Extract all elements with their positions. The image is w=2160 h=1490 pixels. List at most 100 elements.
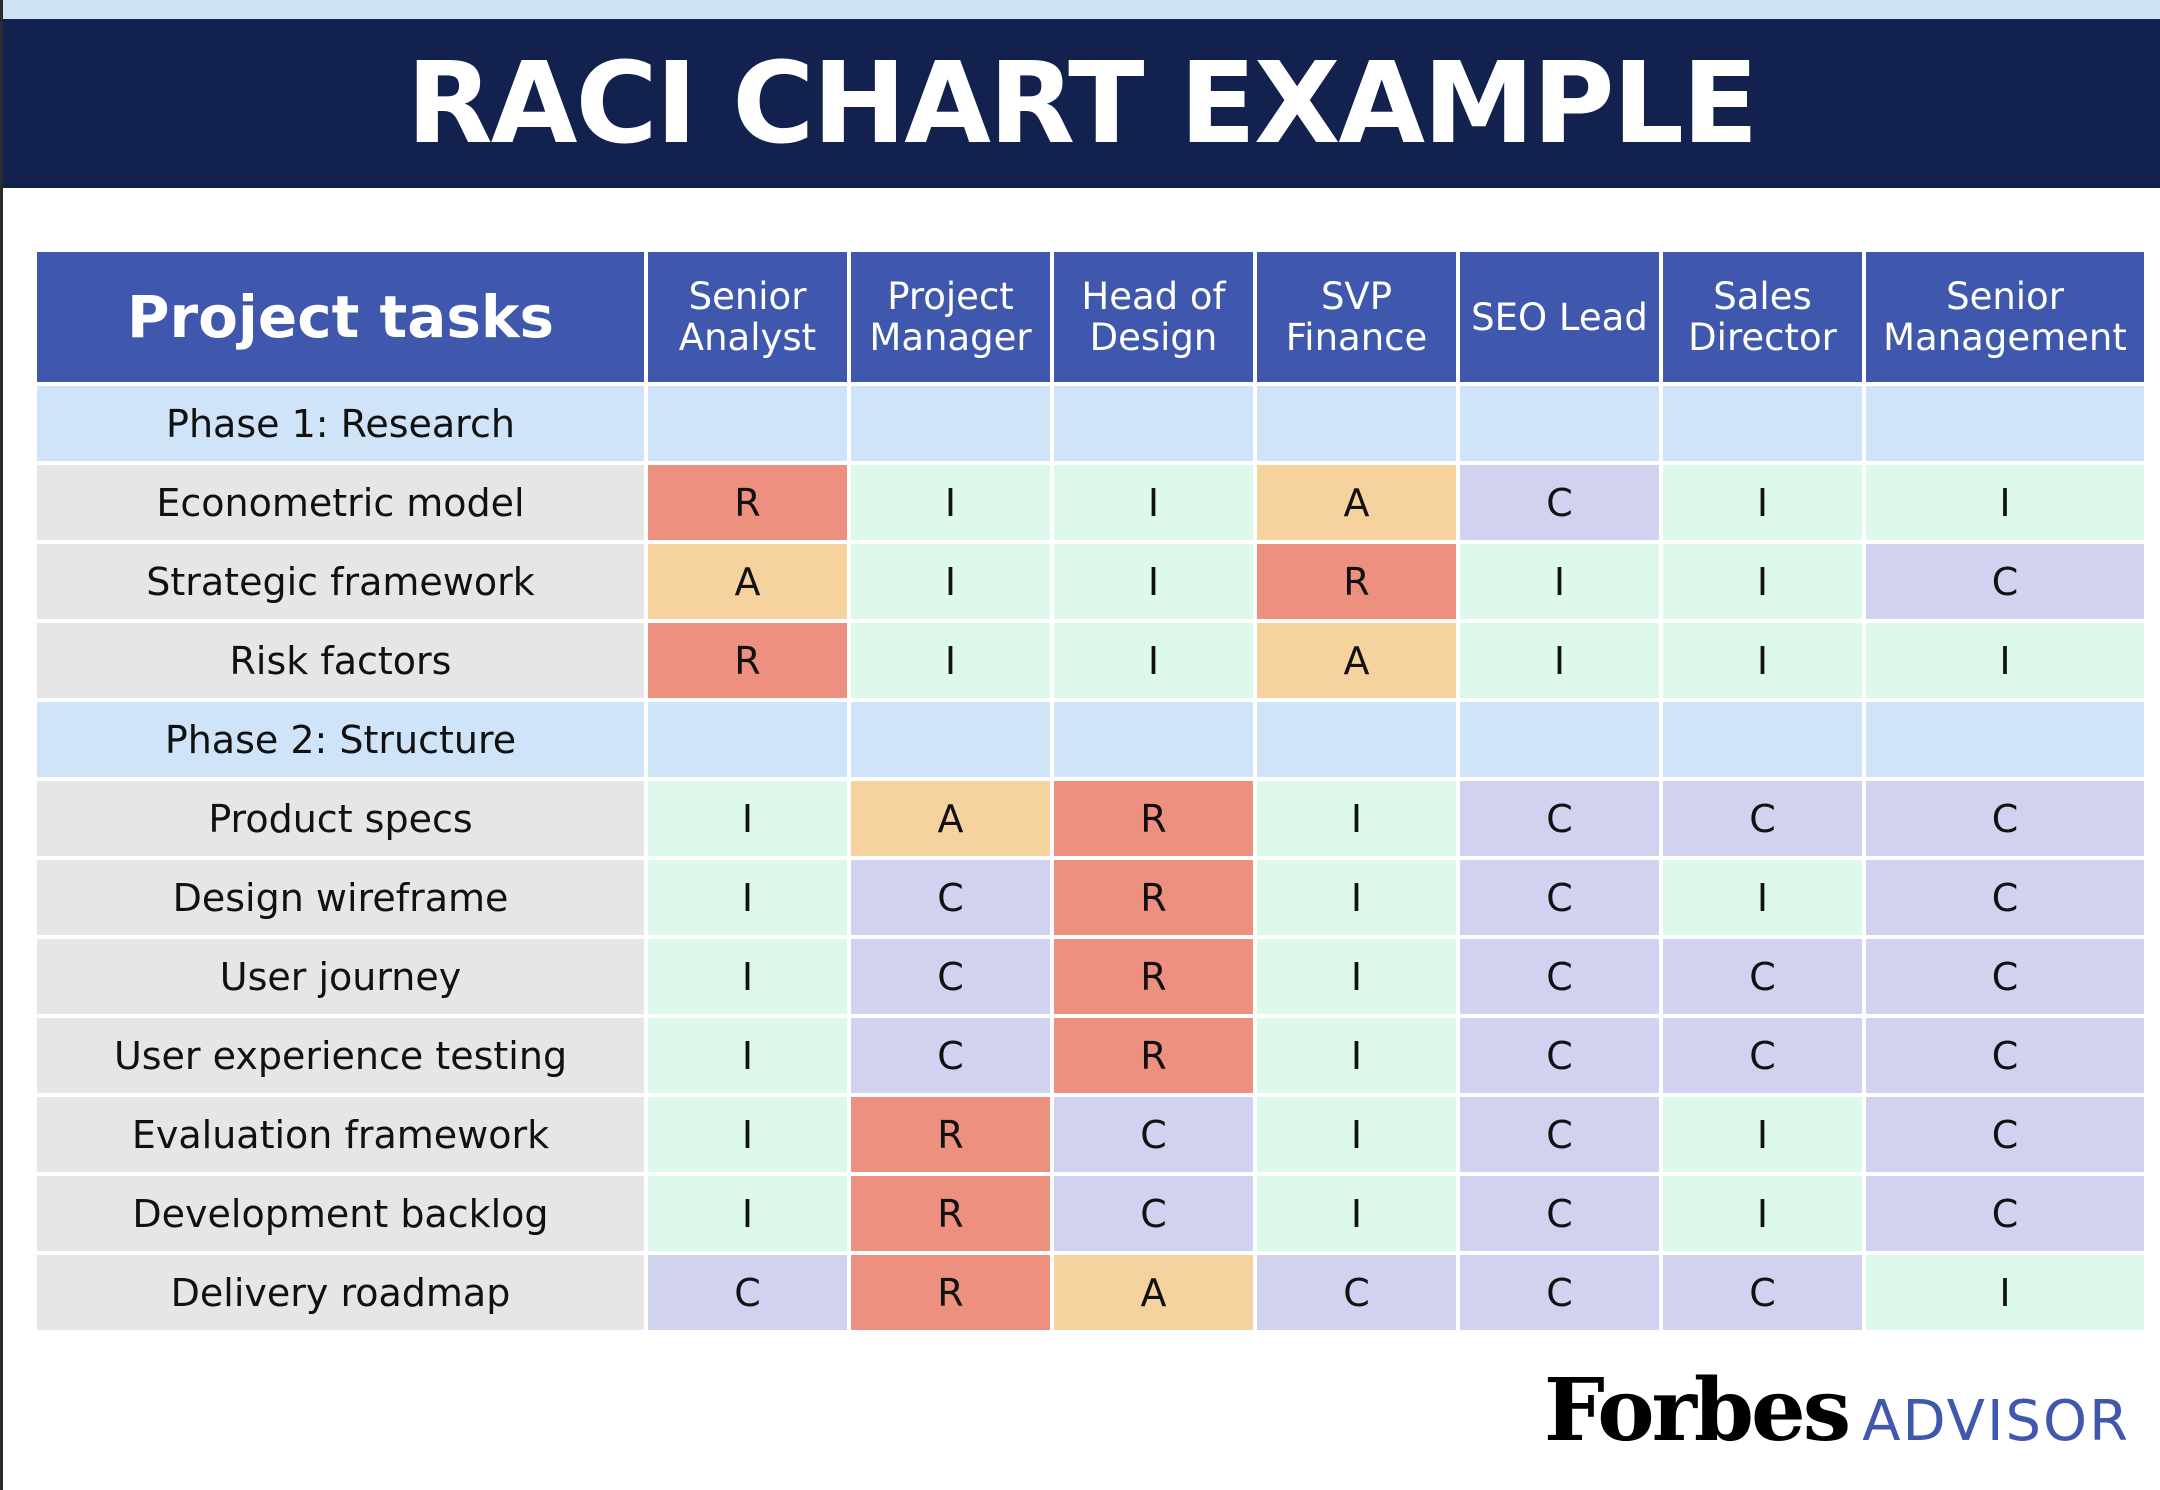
column-header-role: SVP Finance	[1257, 252, 1456, 382]
phase-empty-cell	[1866, 702, 2144, 777]
phase-label: Phase 2: Structure	[37, 702, 644, 777]
raci-cell: C	[1866, 544, 2144, 619]
phase-empty-cell	[1054, 386, 1253, 461]
raci-cell: C	[648, 1255, 847, 1330]
raci-cell: I	[648, 1018, 847, 1093]
raci-cell: I	[1257, 781, 1456, 856]
phase-empty-cell	[1054, 702, 1253, 777]
task-label: User journey	[37, 939, 644, 1014]
raci-cell: I	[1663, 623, 1862, 698]
raci-cell: R	[648, 623, 847, 698]
raci-cell: A	[851, 781, 1050, 856]
raci-cell: C	[1460, 781, 1659, 856]
raci-cell: I	[1257, 939, 1456, 1014]
task-label: Design wireframe	[37, 860, 644, 935]
column-header-role: Senior Analyst	[648, 252, 847, 382]
raci-cell: R	[851, 1255, 1050, 1330]
raci-cell: C	[1663, 939, 1862, 1014]
phase-empty-cell	[1460, 702, 1659, 777]
raci-cell: R	[1054, 1018, 1253, 1093]
raci-cell: I	[1257, 1176, 1456, 1251]
logo-product: ADVISOR	[1862, 1389, 2130, 1454]
raci-cell: C	[1460, 1255, 1659, 1330]
phase-empty-cell	[1257, 386, 1456, 461]
phase-row: Phase 1: Research	[37, 386, 2144, 461]
phase-empty-cell	[1663, 386, 1862, 461]
raci-cell: C	[851, 1018, 1050, 1093]
raci-cell: C	[1866, 1176, 2144, 1251]
task-label: User experience testing	[37, 1018, 644, 1093]
left-edge	[0, 0, 3, 1490]
raci-cell: C	[1663, 1018, 1862, 1093]
phase-empty-cell	[648, 386, 847, 461]
raci-cell: I	[1663, 860, 1862, 935]
raci-cell: I	[648, 1097, 847, 1172]
raci-cell: R	[1054, 781, 1253, 856]
raci-cell: C	[1866, 939, 2144, 1014]
raci-cell: A	[648, 544, 847, 619]
raci-cell: I	[1663, 544, 1862, 619]
logo-brand: Forbes	[1543, 1360, 1851, 1461]
raci-cell: R	[1257, 544, 1456, 619]
raci-cell: I	[851, 623, 1050, 698]
raci-cell: I	[648, 1176, 847, 1251]
raci-cell: R	[648, 465, 847, 540]
raci-cell: R	[1054, 860, 1253, 935]
raci-cell: R	[851, 1176, 1050, 1251]
raci-cell: I	[1663, 1097, 1862, 1172]
raci-cell: C	[1866, 781, 2144, 856]
raci-cell: C	[1460, 860, 1659, 935]
raci-cell: R	[1054, 939, 1253, 1014]
raci-cell: C	[1054, 1176, 1253, 1251]
phase-empty-cell	[1460, 386, 1659, 461]
phase-label: Phase 1: Research	[37, 386, 644, 461]
raci-cell: C	[1663, 1255, 1862, 1330]
raci-cell: I	[1663, 1176, 1862, 1251]
raci-cell: A	[1257, 623, 1456, 698]
raci-cell: I	[851, 544, 1050, 619]
task-label: Risk factors	[37, 623, 644, 698]
raci-cell: C	[1866, 1018, 2144, 1093]
raci-cell: I	[1257, 1018, 1456, 1093]
raci-cell: I	[648, 939, 847, 1014]
task-label: Delivery roadmap	[37, 1255, 644, 1330]
raci-cell: I	[1460, 623, 1659, 698]
phase-empty-cell	[1663, 702, 1862, 777]
raci-cell: I	[1866, 1255, 2144, 1330]
task-label: Econometric model	[37, 465, 644, 540]
task-label: Product specs	[37, 781, 644, 856]
phase-empty-cell	[851, 702, 1050, 777]
raci-cell: A	[1054, 1255, 1253, 1330]
raci-cell: C	[1460, 465, 1659, 540]
raci-cell: I	[1054, 623, 1253, 698]
raci-cell: C	[851, 939, 1050, 1014]
raci-cell: R	[851, 1097, 1050, 1172]
raci-cell: I	[1257, 1097, 1456, 1172]
column-header-role: Senior Management	[1866, 252, 2144, 382]
raci-cell: C	[1866, 1097, 2144, 1172]
phase-row: Phase 2: Structure	[37, 702, 2144, 777]
raci-cell: I	[1663, 465, 1862, 540]
raci-cell: I	[1460, 544, 1659, 619]
column-header-tasks: Project tasks	[37, 252, 644, 382]
column-header-role: SEO Lead	[1460, 252, 1659, 382]
raci-cell: C	[1460, 1097, 1659, 1172]
title-banner: RACI CHART EXAMPLE	[3, 19, 2160, 188]
raci-cell: I	[1866, 465, 2144, 540]
raci-cell: I	[1054, 465, 1253, 540]
page-title: RACI CHART EXAMPLE	[406, 38, 1759, 169]
phase-empty-cell	[1257, 702, 1456, 777]
forbes-advisor-logo: Forbes ADVISOR	[1544, 1360, 2130, 1461]
task-label: Evaluation framework	[37, 1097, 644, 1172]
raci-cell: C	[1257, 1255, 1456, 1330]
